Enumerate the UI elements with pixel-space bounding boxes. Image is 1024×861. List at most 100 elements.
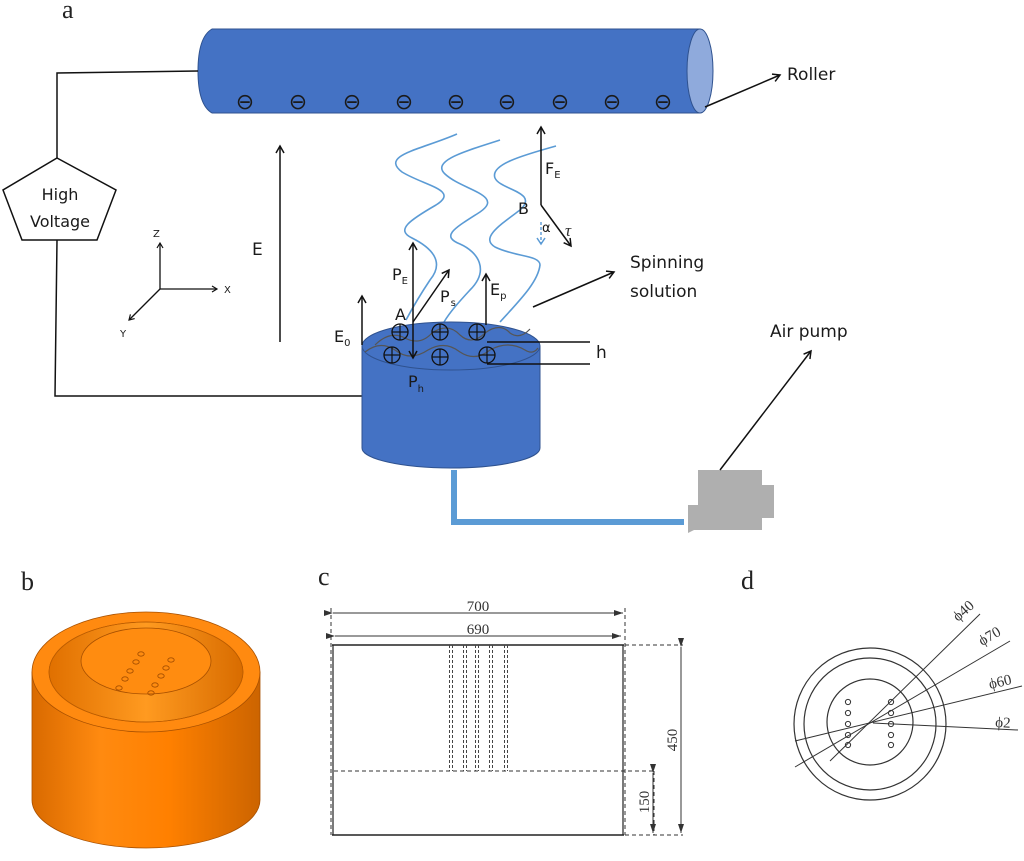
pressure-pe-label: PE — [392, 265, 408, 287]
dim-label-150: 150 — [637, 791, 653, 814]
hole-icon — [844, 731, 852, 739]
spinning-solution-line1: Spinning — [630, 253, 704, 273]
hole-icon — [844, 741, 852, 749]
axis-label-y: Y — [119, 329, 127, 340]
force-fe-label: FE — [545, 159, 561, 181]
point-b-label: B — [518, 199, 529, 218]
pressure-ps-label: Ps — [440, 287, 456, 309]
positive-charge-icon — [391, 323, 409, 341]
positive-charge-icon — [468, 323, 486, 341]
leader-phi2 — [872, 722, 1019, 731]
hole-icon — [121, 676, 129, 682]
solution-charges — [383, 323, 496, 366]
positive-charge-icon — [478, 346, 496, 364]
container-top-surface — [361, 321, 541, 371]
negative-charge-icon: ⊖ — [236, 90, 254, 115]
dim-label-450: 450 — [665, 729, 681, 752]
hole-icon — [844, 720, 852, 728]
panel-label-d: d — [741, 566, 754, 595]
hole-icon — [157, 673, 165, 679]
fiber-jets — [394, 133, 557, 323]
hole-icon — [887, 741, 895, 749]
wire-bottom — [54, 239, 362, 397]
hole-icon — [137, 651, 145, 657]
field-e0-label: E0 — [334, 327, 350, 349]
panel-label-b: b — [21, 567, 34, 596]
inner-circle — [826, 678, 914, 766]
axis-label-z: Z — [153, 229, 160, 240]
point-a-label: A — [395, 305, 406, 324]
negative-charge-icon: ⊖ — [603, 90, 621, 115]
positive-charge-icon — [383, 346, 401, 364]
coordinate-axes: Z X Y — [119, 229, 231, 340]
negative-charge-icon: ⊖ — [498, 90, 516, 115]
wire-top — [56, 70, 199, 160]
negative-charge-icon: ⊖ — [447, 90, 465, 115]
dim-label-690: 690 — [467, 622, 490, 638]
hole-icon — [151, 682, 159, 688]
solution-wave-bottom — [364, 344, 539, 358]
panel-label-c: c — [318, 562, 330, 591]
air-pump-label: Air pump — [770, 322, 848, 342]
nozzle-channels — [449, 645, 508, 771]
air-pump — [688, 470, 774, 533]
negative-charge-icon: ⊖ — [551, 90, 569, 115]
tension-tau-label: τ — [565, 221, 572, 240]
roller-label: Roller — [787, 65, 835, 85]
high-voltage-line2: Voltage — [30, 212, 90, 231]
negative-charge-icon: ⊖ — [289, 90, 307, 115]
negative-charge-icon: ⊖ — [343, 90, 361, 115]
roller-end-cap — [686, 28, 714, 114]
air-tube — [451, 470, 684, 525]
hole-icon — [167, 657, 175, 663]
fiber-jet-3 — [489, 145, 557, 323]
panel-label-a: a — [62, 0, 74, 24]
dim-label-phi60: ϕ60 — [987, 672, 1013, 693]
solution-container — [361, 321, 541, 469]
hole-icon — [887, 731, 895, 739]
positive-charge-icon — [431, 348, 449, 366]
hole-icon — [887, 698, 895, 706]
spinneret-section-drawing: 700 690 450 150 — [324, 599, 684, 836]
hole-icon — [844, 698, 852, 706]
roller-charges: ⊖ ⊖ ⊖ ⊖ ⊖ ⊖ ⊖ ⊖ ⊖ — [236, 90, 672, 115]
hole-icon — [126, 668, 134, 674]
field-ep-label: Ep — [490, 280, 506, 302]
axis-label-x: X — [224, 285, 231, 296]
angle-alpha-label: α — [542, 221, 551, 236]
outer-circle — [793, 647, 947, 801]
dim-label-phi2: ϕ2 — [995, 715, 1011, 732]
spinneret-3d-render — [31, 611, 261, 849]
roller-pointer-arrow — [704, 73, 782, 108]
fiber-jet-2 — [441, 139, 501, 323]
leader-phi70 — [794, 640, 1011, 768]
spinning-solution-line2: solution — [630, 282, 697, 302]
middle-circle — [803, 657, 937, 791]
high-voltage-line1: High — [42, 185, 79, 204]
hole-icon — [162, 665, 170, 671]
hole-icon — [115, 685, 123, 691]
negative-charge-icon: ⊖ — [654, 90, 672, 115]
h-label: h — [596, 343, 607, 363]
dim-label-phi70: ϕ70 — [976, 624, 1004, 649]
leader-phi60 — [794, 685, 1023, 742]
spinneret-top-view-drawing: ϕ40 ϕ70 ϕ60 ϕ2 — [793, 598, 1023, 801]
hole-icon — [147, 690, 155, 696]
hole-icon — [844, 709, 852, 717]
spinneret-holes — [115, 651, 175, 696]
air-pump-pointer — [719, 349, 812, 471]
field-e-label: E — [252, 240, 263, 260]
tension-tau-arrow — [540, 204, 572, 248]
hole-icon — [132, 659, 140, 665]
positive-charge-icon — [431, 323, 449, 341]
leader-phi40 — [829, 613, 981, 762]
fiber-jet-1 — [394, 133, 458, 321]
roller — [197, 28, 714, 114]
spinning-solution-pointer — [532, 270, 616, 308]
pressure-ph-label: Ph — [408, 372, 424, 395]
negative-charge-icon: ⊖ — [395, 90, 413, 115]
y-axis-arrow — [128, 288, 161, 321]
dim-label-700: 700 — [467, 599, 490, 615]
pressure-ps-arrow — [412, 268, 450, 323]
